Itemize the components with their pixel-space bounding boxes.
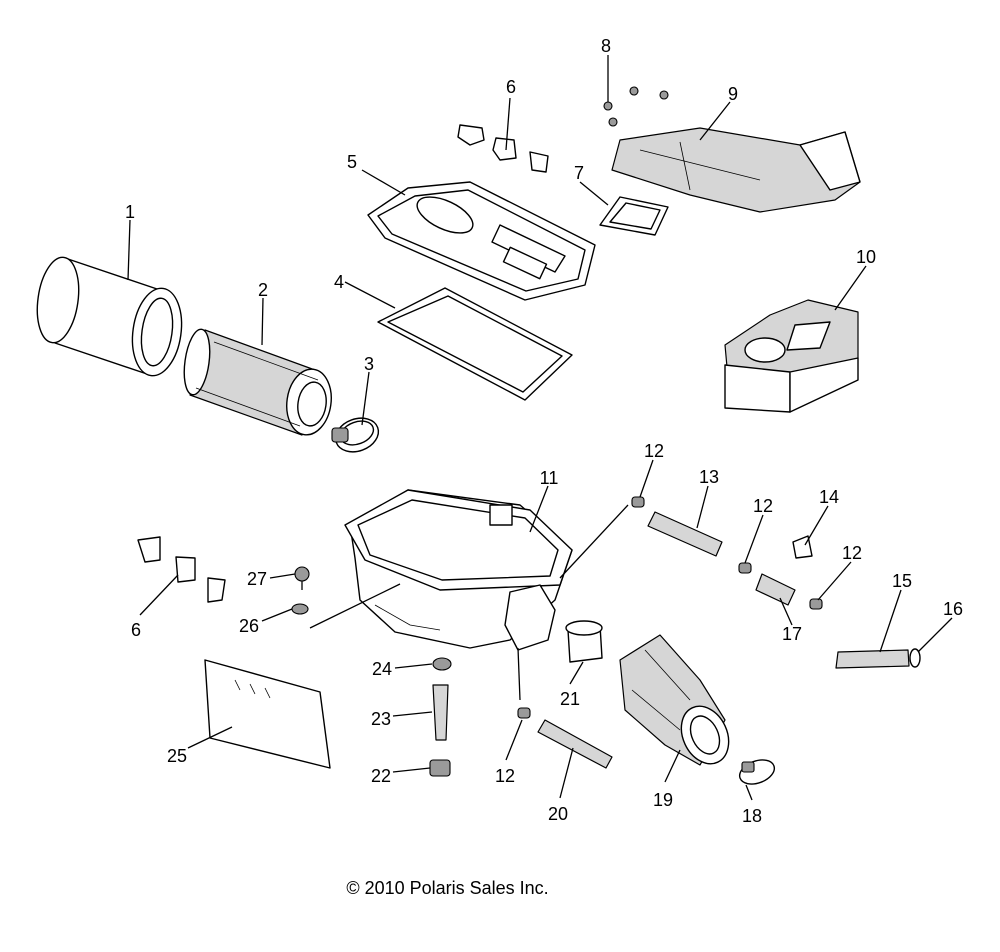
part-18-clamp bbox=[738, 759, 776, 785]
part-10-foam-block bbox=[724, 299, 859, 413]
callout-16: 16 bbox=[943, 599, 963, 619]
part-16-clip bbox=[909, 648, 921, 668]
part-11-airbox-base bbox=[344, 489, 573, 651]
callout-labels: 1 2 3 4 5 6 7 8 9 10 11 12 13 12 14 12 1… bbox=[125, 36, 963, 826]
part-1-prefilter bbox=[36, 256, 183, 377]
callout-17: 17 bbox=[782, 624, 802, 644]
callout-8: 8 bbox=[601, 36, 611, 56]
callout-6b: 6 bbox=[131, 620, 141, 640]
part-6-clips-top bbox=[457, 124, 549, 173]
callout-2: 2 bbox=[258, 280, 268, 300]
callout-19: 19 bbox=[653, 790, 673, 810]
part-22-fitting bbox=[429, 759, 451, 777]
part-23-drain-tube bbox=[432, 684, 449, 741]
callout-12d: 12 bbox=[495, 766, 515, 786]
callout-9: 9 bbox=[728, 84, 738, 104]
part-17-valve bbox=[755, 573, 796, 606]
callout-12a: 12 bbox=[644, 441, 664, 461]
callout-26: 26 bbox=[239, 616, 259, 636]
callout-10: 10 bbox=[856, 247, 876, 267]
part-14-clip bbox=[792, 535, 813, 559]
part-13-tube bbox=[647, 511, 723, 557]
part-24-clamp bbox=[432, 657, 452, 671]
callout-22: 22 bbox=[371, 766, 391, 786]
part-19-intake-boot bbox=[619, 634, 730, 766]
part-4-lid-seal bbox=[377, 287, 573, 401]
callout-3: 3 bbox=[364, 354, 374, 374]
callout-4: 4 bbox=[334, 272, 344, 292]
part-7-gasket bbox=[599, 196, 669, 236]
part-12-clamps bbox=[517, 496, 823, 719]
callout-25: 25 bbox=[167, 746, 187, 766]
callout-15: 15 bbox=[892, 571, 912, 591]
callout-7: 7 bbox=[574, 163, 584, 183]
callout-24: 24 bbox=[372, 659, 392, 679]
callout-14: 14 bbox=[819, 487, 839, 507]
callout-21: 21 bbox=[560, 689, 580, 709]
part-2-air-filter bbox=[183, 328, 332, 436]
callout-20: 20 bbox=[548, 804, 568, 824]
callout-27: 27 bbox=[247, 569, 267, 589]
callout-18: 18 bbox=[742, 806, 762, 826]
part-21-ring bbox=[565, 620, 603, 663]
callout-23: 23 bbox=[371, 709, 391, 729]
callout-11: 11 bbox=[540, 468, 559, 488]
part-27-bolt bbox=[294, 566, 310, 590]
part-6-clips-left bbox=[137, 536, 226, 603]
callout-5: 5 bbox=[347, 152, 357, 172]
callout-12b: 12 bbox=[753, 496, 773, 516]
callout-1: 1 bbox=[125, 202, 135, 222]
part-5-airbox-cover bbox=[367, 181, 596, 301]
part-9-intake-duct bbox=[611, 127, 861, 213]
callout-12c: 12 bbox=[842, 543, 862, 563]
part-20-tube bbox=[537, 719, 613, 769]
copyright-notice: © 2010 Polaris Sales Inc. bbox=[346, 878, 549, 898]
part-26-washer bbox=[291, 603, 309, 615]
part-25-panel bbox=[204, 659, 331, 769]
part-15-hose bbox=[835, 649, 910, 669]
callout-13: 13 bbox=[699, 467, 719, 487]
part-3-hose-clamp bbox=[331, 417, 380, 453]
leader-lines bbox=[127, 55, 953, 801]
part-8-screws bbox=[603, 86, 669, 127]
callout-6: 6 bbox=[506, 77, 516, 97]
